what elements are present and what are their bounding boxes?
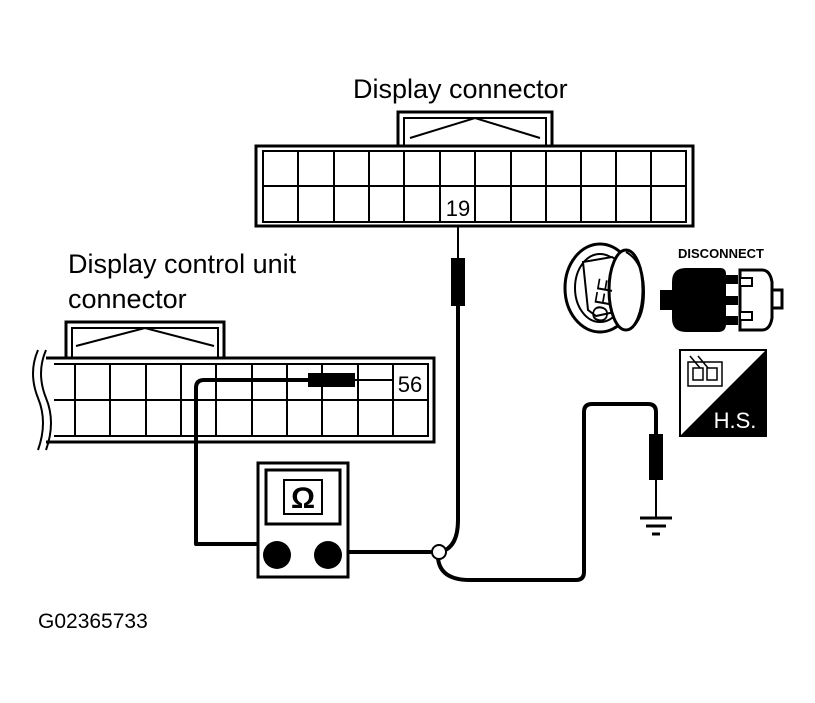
pin-56-label: 56 <box>398 372 422 397</box>
wire-junction <box>431 544 447 560</box>
harness-side-icon: H.S. <box>679 349 767 437</box>
ground-probe <box>649 434 663 480</box>
meter-terminal-left <box>263 541 291 569</box>
disconnect-icon: DISCONNECT <box>660 246 784 332</box>
probe-56 <box>308 373 355 387</box>
ohmmeter: Ω <box>256 461 350 579</box>
display-connector: Display connector 19 <box>254 74 695 228</box>
disconnect-label: DISCONNECT <box>678 246 764 261</box>
harness-side-label: H.S. <box>714 408 757 433</box>
ohm-symbol: Ω <box>291 482 315 515</box>
pin-19-label: 19 <box>446 196 470 221</box>
probe-19 <box>451 258 465 306</box>
control-unit-label-line2: connector <box>68 284 187 314</box>
control-unit-label-line1: Display control unit <box>68 249 297 279</box>
ignition-key-off-icon: OFF <box>563 242 646 334</box>
display-connector-label: Display connector <box>353 74 568 104</box>
control-unit-connector: Display control unit connector 56 <box>32 249 436 451</box>
control-unit-connector-cavities <box>54 364 428 436</box>
display-connector-cavities <box>263 151 686 222</box>
ground-symbol <box>640 516 672 536</box>
meter-terminal-right <box>314 541 342 569</box>
mini-connector-icon <box>687 355 723 387</box>
figure-id: G02365733 <box>38 610 148 633</box>
test-leads <box>194 225 663 582</box>
